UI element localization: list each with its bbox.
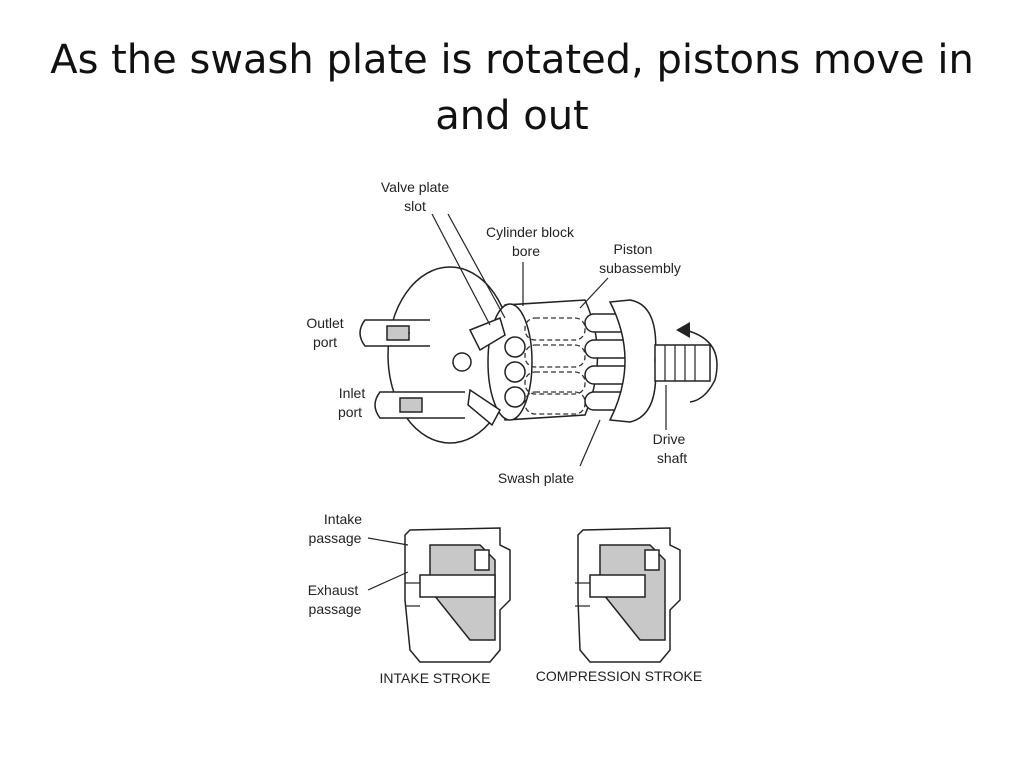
outlet-arrow-icon <box>386 325 410 341</box>
cylinder-block-bore-label: Cylinder block <box>486 224 575 240</box>
inlet-port-label: Inlet <box>339 385 366 401</box>
drive-shaft-label-2: shaft <box>657 450 687 466</box>
inlet-port-label-2: port <box>338 404 362 420</box>
piston-subassembly-label: Piston <box>614 241 653 257</box>
inlet-arrow-icon <box>399 397 423 413</box>
pump-assembly <box>359 213 718 467</box>
cylinder-block-bore-label-2: bore <box>512 243 540 259</box>
swash-plate <box>608 299 657 423</box>
outlet-port-label: Outlet <box>306 315 343 331</box>
intake-stroke-section <box>367 527 511 663</box>
intake-passage-label: Intake <box>324 511 362 527</box>
drive-shaft-label: Drive <box>653 431 686 447</box>
intake-passage-label-2: passage <box>309 530 362 546</box>
compression-stroke-caption: COMPRESSION STROKE <box>536 668 702 684</box>
outlet-port-label-2: port <box>313 334 337 350</box>
slide-title: As the swash plate is rotated, pistons m… <box>50 37 974 139</box>
swash-plate-label: Swash plate <box>498 470 574 486</box>
valve-plate-slot-label: Valve plate <box>381 179 449 195</box>
exhaust-passage-label-2: passage <box>309 601 362 617</box>
intake-stroke-caption: INTAKE STROKE <box>380 670 491 686</box>
compression-stroke-section <box>575 527 681 663</box>
exhaust-passage-label: Exhaust <box>308 582 359 598</box>
rotation-arrow <box>684 329 718 403</box>
piston-subassembly-label-2: subassembly <box>599 260 681 276</box>
drive-shaft <box>654 344 711 382</box>
valve-plate-slot-label-2: slot <box>404 198 426 214</box>
